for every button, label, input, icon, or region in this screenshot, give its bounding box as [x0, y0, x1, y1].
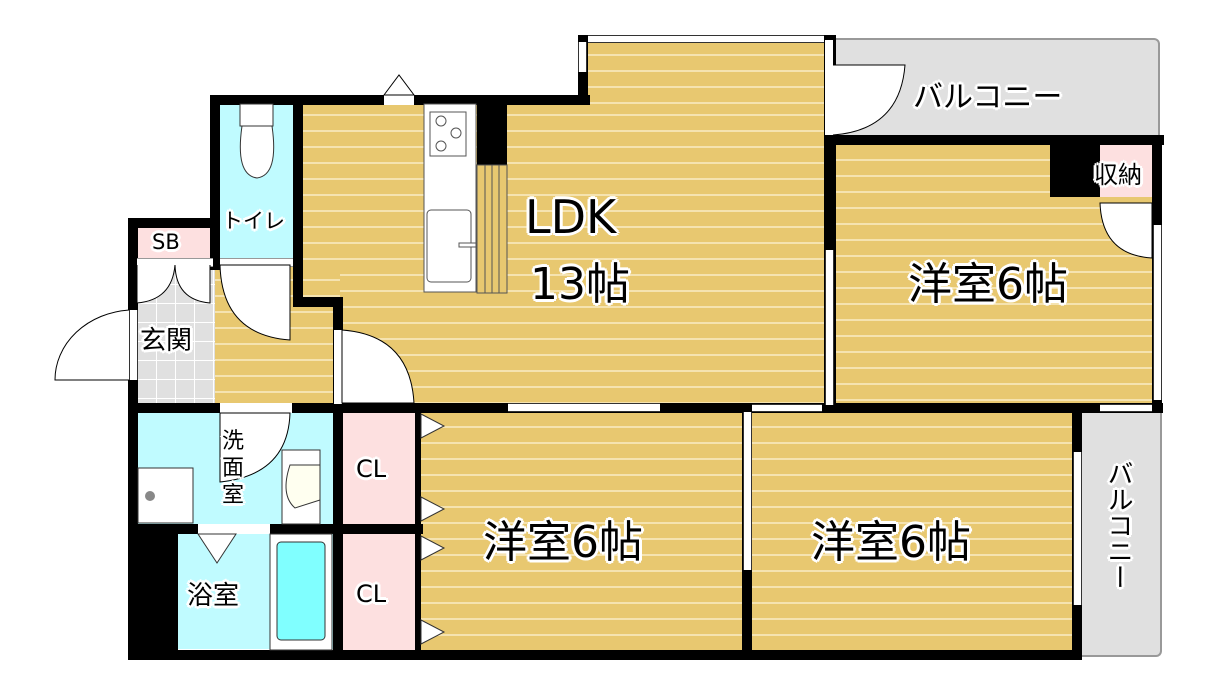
sb-label: SB: [152, 230, 180, 254]
toilet-label: トイレ: [222, 209, 285, 233]
western-s2-floor: [752, 412, 1075, 654]
sb-floor: [137, 228, 210, 258]
western-s1-floor: [420, 412, 745, 654]
entrance-marker-icon: [383, 74, 415, 96]
storage-floor: [1100, 145, 1152, 197]
ldk-floor-upper: [585, 40, 828, 105]
entrance-door-icon: [54, 309, 130, 381]
closet2-floor: [342, 534, 415, 654]
ldk-size-label: 13帖: [530, 259, 630, 310]
closet1-label: CL: [356, 455, 387, 483]
closet2-label: CL: [356, 580, 387, 608]
western-ne-label: 洋室6帖: [908, 259, 1068, 310]
toilet-icon: [239, 103, 274, 127]
western-s1-label: 洋室6帖: [483, 517, 643, 568]
western-s2-label: 洋室6帖: [811, 517, 971, 568]
entrance-label: 玄関: [140, 326, 193, 356]
ldk-label: LDK: [525, 190, 617, 244]
washroom-label: 洗面室: [222, 429, 245, 508]
storage-label: 収納: [1094, 161, 1142, 189]
balcony-right: [1080, 410, 1162, 657]
bath-label: 浴室: [187, 581, 240, 611]
closet1-floor: [342, 412, 415, 525]
balcony-right-label: バルコニー: [1103, 460, 1133, 590]
western-ne-floor: [835, 145, 1155, 403]
balcony-top-label: バルコニー: [913, 80, 1063, 115]
stove-burner-icon: [435, 115, 447, 127]
